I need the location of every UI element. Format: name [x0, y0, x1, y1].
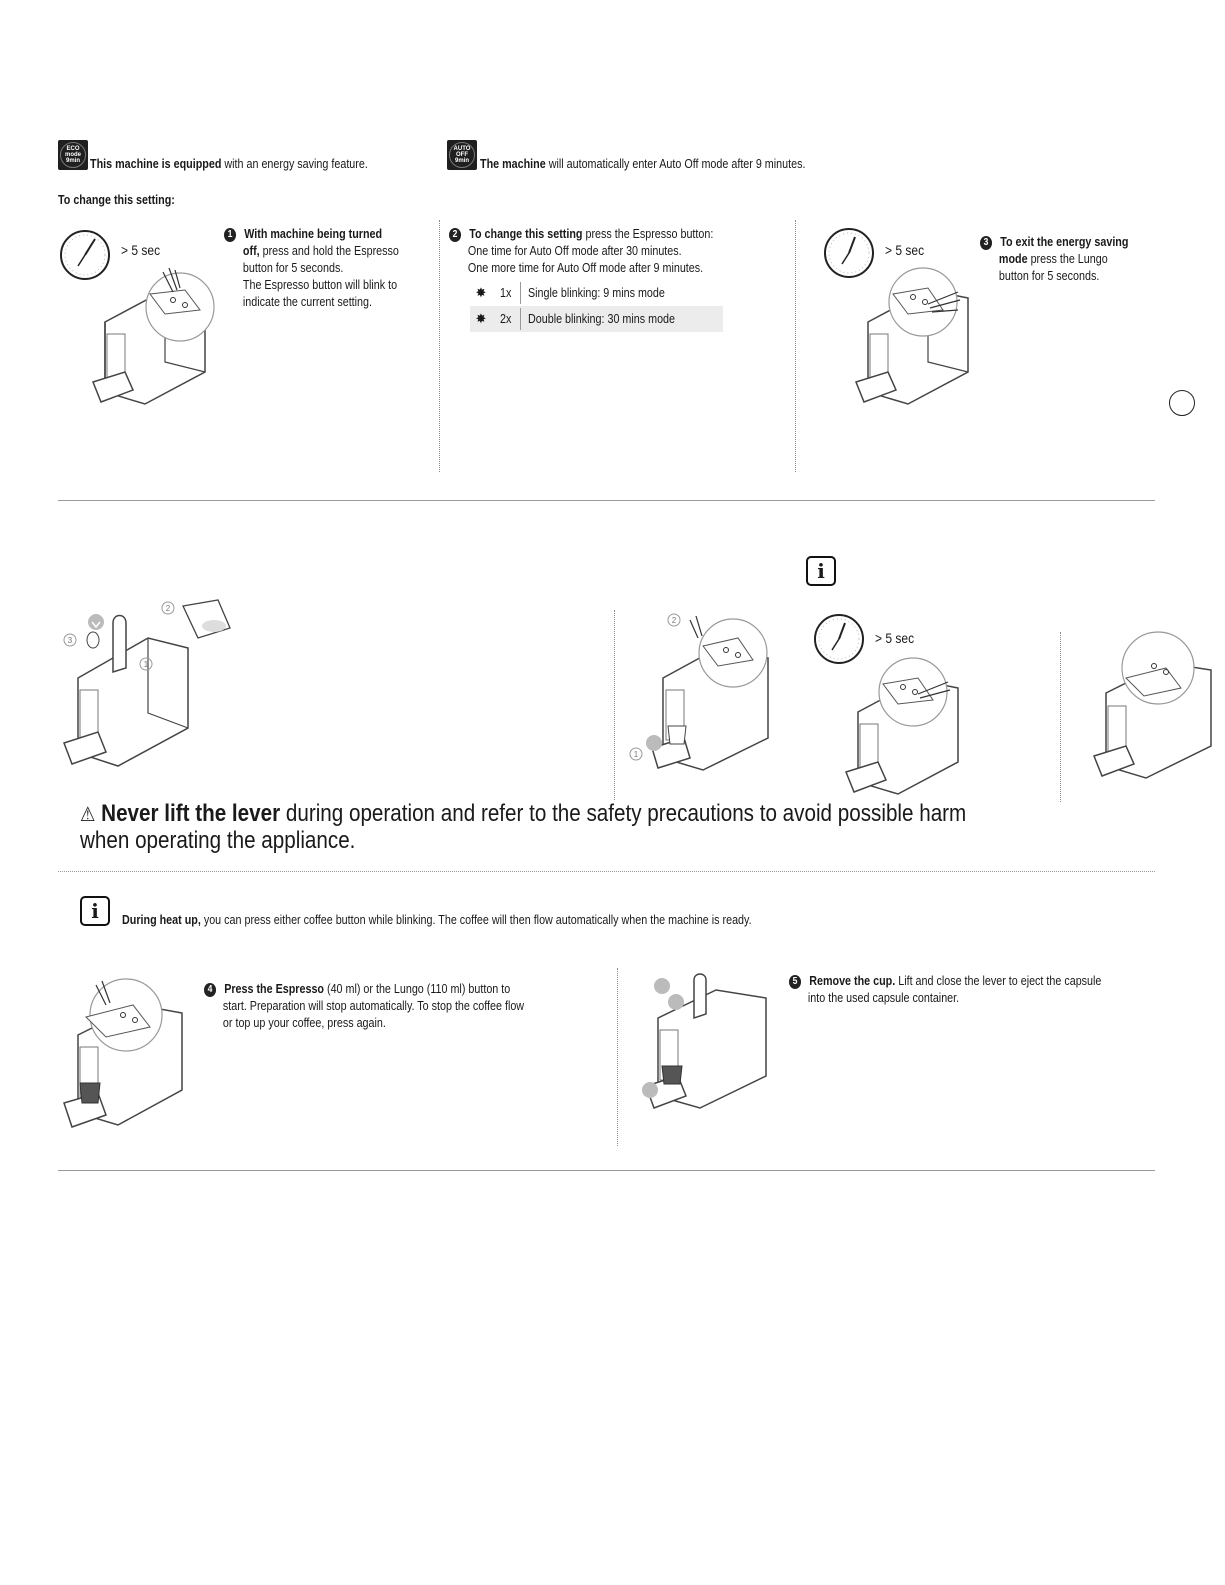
timer-icon — [814, 614, 864, 664]
page-marker-circle — [1169, 390, 1195, 416]
callout-label: 2 — [166, 604, 171, 613]
warning-icon: ⚠ — [80, 804, 96, 826]
column-divider — [795, 220, 796, 472]
blink-icon: ✸ — [475, 285, 487, 300]
step5-number: 5 — [789, 974, 802, 989]
section-divider — [58, 871, 1155, 872]
step1-number: 1 — [224, 227, 237, 242]
lever-warning: ⚠ Never lift the lever during operation … — [80, 800, 967, 854]
blink-row-1: ✸ 1x Single blinking: 9 mins mode — [470, 280, 723, 306]
blink-row-2: ✸ 2x Double blinking: 30 mins mode — [470, 306, 723, 332]
step5-text: 5 Remove the cup. Lift and close the lev… — [789, 973, 1101, 1007]
auto-off-text: The machine will automatically enter Aut… — [480, 157, 806, 171]
callout-label: 1 — [144, 660, 149, 669]
machine-cup-illustration: 2 1 — [629, 613, 769, 771]
step4-number: 4 — [204, 982, 217, 997]
machine-espresso-illustration — [63, 978, 183, 1128]
column-divider — [614, 610, 615, 800]
callout-label: 3 — [68, 636, 73, 645]
step4-text: 4 Press the Espresso (40 ml) or the Lung… — [204, 981, 524, 1032]
step1-text: 1 With machine being turned off, press a… — [224, 226, 399, 311]
column-divider — [1060, 632, 1061, 802]
machine-illustration — [92, 267, 215, 405]
callout-label: 2 — [672, 616, 677, 625]
info-icon: i — [806, 556, 836, 586]
machine-illustration — [845, 657, 959, 795]
heatup-text: During heat up, you can press either cof… — [122, 913, 752, 927]
timer-label: > 5 sec — [121, 242, 161, 258]
machine-illustration — [855, 267, 969, 405]
timer-label: > 5 sec — [885, 242, 925, 258]
step3-text: 3 To exit the energy saving mode press t… — [980, 234, 1128, 285]
timer-label: > 5 sec — [875, 630, 915, 646]
change-setting-title: To change this setting: — [58, 193, 175, 207]
timer-icon — [824, 228, 874, 278]
column-divider — [439, 220, 440, 472]
capsule-insert-illustration: 3 1 2 — [63, 599, 231, 767]
eco-text: This machine is equipped with an energy … — [90, 157, 368, 171]
step3-number: 3 — [980, 235, 993, 250]
machine-illustration — [1093, 631, 1212, 779]
column-divider — [617, 968, 618, 1146]
section-divider — [58, 500, 1155, 501]
timer-icon — [60, 230, 110, 280]
section-divider — [58, 1170, 1155, 1171]
step2-number: 2 — [449, 227, 462, 242]
callout-label: 1 — [634, 750, 639, 759]
info-icon: i — [80, 896, 110, 926]
step2-text: 2 To change this setting press the Espre… — [449, 226, 713, 277]
remove-cup-illustration — [642, 973, 767, 1109]
blink-icon: ✸ — [475, 311, 487, 326]
